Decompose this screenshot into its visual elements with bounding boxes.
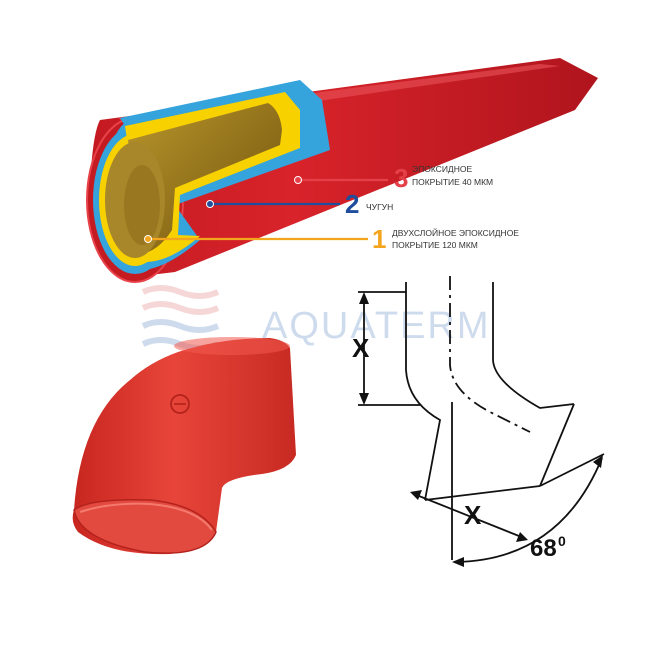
label-1-line1: ДВУХСЛОЙНОЕ ЭПОКСИДНОЕ <box>392 227 519 238</box>
dim-label-diagonal: X <box>464 500 482 530</box>
drawing-labels: X X 68 0 <box>352 333 566 562</box>
dim-arrow-diag-right <box>516 532 528 542</box>
elbow-end-face <box>539 403 575 487</box>
technical-drawing <box>358 276 605 567</box>
callout-dot-2 <box>206 200 214 208</box>
pipe-end-bore-shade <box>124 165 160 245</box>
elbow-emblem-icon <box>170 394 190 414</box>
elbow-top-opening <box>174 337 290 355</box>
watermark-text: AQUATERM <box>262 305 491 347</box>
dim-label-vertical: X <box>352 333 370 363</box>
label-3-number: 3 <box>394 163 408 193</box>
dim-arrow-down <box>359 393 369 405</box>
angle-arrow-left <box>452 557 464 567</box>
label-3-line2: ПОКРЫТИЕ 40 МКМ <box>412 177 493 187</box>
elbow-outline-left <box>405 282 442 501</box>
elbow-end-bottom <box>424 485 541 501</box>
label-1-line2: ПОКРЫТИЕ 120 МКМ <box>392 240 478 250</box>
elbow-bottom-rim <box>79 502 213 531</box>
label-2-number: 2 <box>345 189 359 219</box>
elbow-centerline <box>449 276 531 433</box>
dim-arrow-up <box>359 292 369 304</box>
elbow-bottom-opening <box>73 498 217 554</box>
watermark: AQUATERM <box>141 285 491 351</box>
label-1-number: 1 <box>372 224 386 254</box>
dim-line-diagonal <box>413 493 525 539</box>
angle-arrow-right <box>593 455 603 468</box>
label-2-line1: ЧУГУН <box>366 202 393 212</box>
callout-dot-3 <box>294 176 302 184</box>
elbow-outline-right <box>492 282 575 409</box>
dim-arrow-diag-left <box>410 490 422 500</box>
pipe-bore <box>128 103 282 254</box>
angle-unit: 0 <box>558 533 566 549</box>
elbow-fitting-3d <box>72 337 297 555</box>
callout-labels: 3 ЭПОКСИДНОЕ ПОКРЫТИЕ 40 МКМ 2 ЧУГУН 1 Д… <box>345 163 519 254</box>
pipe-cutaway <box>86 58 598 283</box>
angle-label: 68 <box>530 535 557 562</box>
angle-ext <box>539 453 605 487</box>
angle-arc <box>455 457 603 563</box>
callout-dot-1 <box>144 235 152 243</box>
label-3-line1: ЭПОКСИДНОЕ <box>412 164 472 174</box>
callout-lines <box>144 176 388 243</box>
